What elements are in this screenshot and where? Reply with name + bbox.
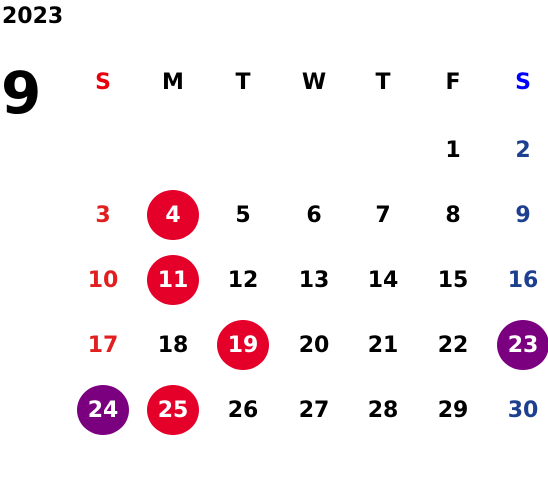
- day-18[interactable]: 18: [147, 320, 199, 370]
- day-number: 3: [95, 202, 111, 228]
- day-23[interactable]: 23: [497, 320, 548, 370]
- weekday-1: M: [162, 69, 184, 95]
- day-1[interactable]: 1: [427, 125, 479, 175]
- day-19[interactable]: 19: [217, 320, 269, 370]
- day-number: 24: [77, 385, 129, 435]
- day-9[interactable]: 9: [497, 190, 548, 240]
- day-11[interactable]: 11: [147, 255, 199, 305]
- day-number: 19: [217, 320, 269, 370]
- weekday-2: T: [235, 69, 251, 95]
- day-number: 8: [445, 202, 461, 228]
- day-6[interactable]: 6: [288, 190, 340, 240]
- day-number: 5: [235, 202, 251, 228]
- day-number: 4: [147, 190, 199, 240]
- day-number: 26: [227, 397, 259, 423]
- day-number: 25: [147, 385, 199, 435]
- day-20[interactable]: 20: [288, 320, 340, 370]
- day-number: 9: [515, 202, 531, 228]
- day-5[interactable]: 5: [217, 190, 269, 240]
- day-26[interactable]: 26: [217, 385, 269, 435]
- day-24[interactable]: 24: [77, 385, 129, 435]
- day-13[interactable]: 13: [288, 255, 340, 305]
- day-number: 20: [298, 332, 330, 358]
- day-number: 22: [437, 332, 469, 358]
- day-number: 12: [227, 267, 259, 293]
- day-number: 18: [157, 332, 189, 358]
- day-15[interactable]: 15: [427, 255, 479, 305]
- day-21[interactable]: 21: [357, 320, 409, 370]
- week-row: 3 4 5 6 7 8 9: [0, 190, 548, 240]
- day-27[interactable]: 27: [288, 385, 340, 435]
- day-number: 29: [437, 397, 469, 423]
- day-number: 15: [437, 267, 469, 293]
- weekday-4: T: [375, 69, 391, 95]
- day-number: 27: [298, 397, 330, 423]
- day-2[interactable]: 2: [497, 125, 548, 175]
- day-3[interactable]: 3: [77, 190, 129, 240]
- day-number: 1: [445, 137, 461, 163]
- month-number: 9: [1, 59, 42, 127]
- day-number: 7: [375, 202, 391, 228]
- day-number: 28: [367, 397, 399, 423]
- day-28[interactable]: 28: [357, 385, 409, 435]
- day-number: 14: [367, 267, 399, 293]
- day-number: 17: [87, 332, 119, 358]
- day-number: 30: [507, 397, 539, 423]
- day-17[interactable]: 17: [77, 320, 129, 370]
- weekday-3: W: [301, 69, 327, 95]
- day-22[interactable]: 22: [427, 320, 479, 370]
- week-row: 10 11 12 13 14 15 16: [0, 255, 548, 305]
- year-label: 2023: [2, 4, 64, 29]
- day-number: 2: [515, 137, 531, 163]
- day-25[interactable]: 25: [147, 385, 199, 435]
- week-row: 24 25 26 27 28 29 30: [0, 385, 548, 435]
- day-number: 21: [367, 332, 399, 358]
- day-number: 13: [298, 267, 330, 293]
- day-number: 11: [147, 255, 199, 305]
- day-4[interactable]: 4: [147, 190, 199, 240]
- weekday-0: S: [95, 69, 111, 95]
- weekday-6: S: [515, 69, 531, 95]
- day-8[interactable]: 8: [427, 190, 479, 240]
- week-row: 17 18 19 20 21 22 23: [0, 320, 548, 370]
- day-30[interactable]: 30: [497, 385, 548, 435]
- day-16[interactable]: 16: [497, 255, 548, 305]
- day-29[interactable]: 29: [427, 385, 479, 435]
- day-10[interactable]: 10: [77, 255, 129, 305]
- day-7[interactable]: 7: [357, 190, 409, 240]
- day-14[interactable]: 14: [357, 255, 409, 305]
- day-number: 23: [497, 320, 548, 370]
- day-12[interactable]: 12: [217, 255, 269, 305]
- day-number: 10: [87, 267, 119, 293]
- day-number: 16: [507, 267, 539, 293]
- day-number: 6: [306, 202, 322, 228]
- weekday-5: F: [445, 69, 461, 95]
